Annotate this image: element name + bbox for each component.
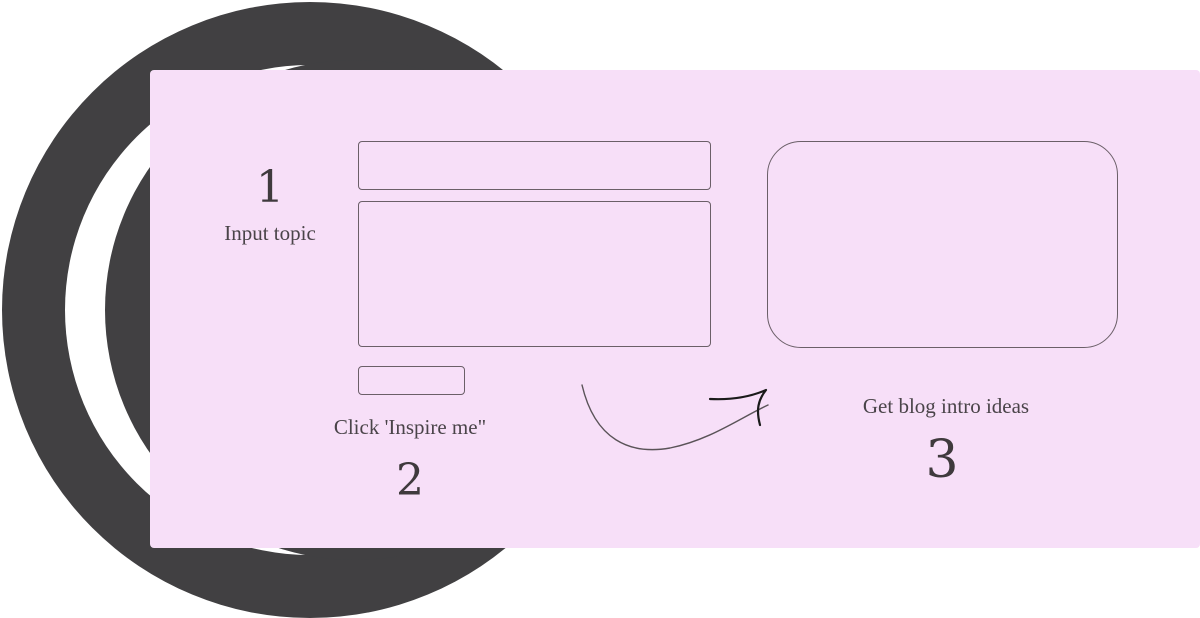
- step-3-number: 3: [925, 430, 959, 490]
- topic-input-box: [358, 141, 711, 190]
- blog-intro-output-box: [767, 141, 1118, 348]
- topic-textarea-box: [358, 201, 711, 347]
- workflow-card: 1 Input topic Click 'Inspire me" 2 Get b…: [150, 70, 1200, 548]
- curved-arrow-icon: [581, 384, 769, 451]
- step-1-label: Input topic: [224, 221, 316, 245]
- step-2-label: Click 'Inspire me": [333, 415, 487, 439]
- step-2-number: 2: [396, 455, 424, 506]
- step-3-label: Get blog intro ideas: [862, 394, 1030, 418]
- inspire-me-button-box: [358, 366, 465, 395]
- step-1-number: 1: [256, 162, 284, 213]
